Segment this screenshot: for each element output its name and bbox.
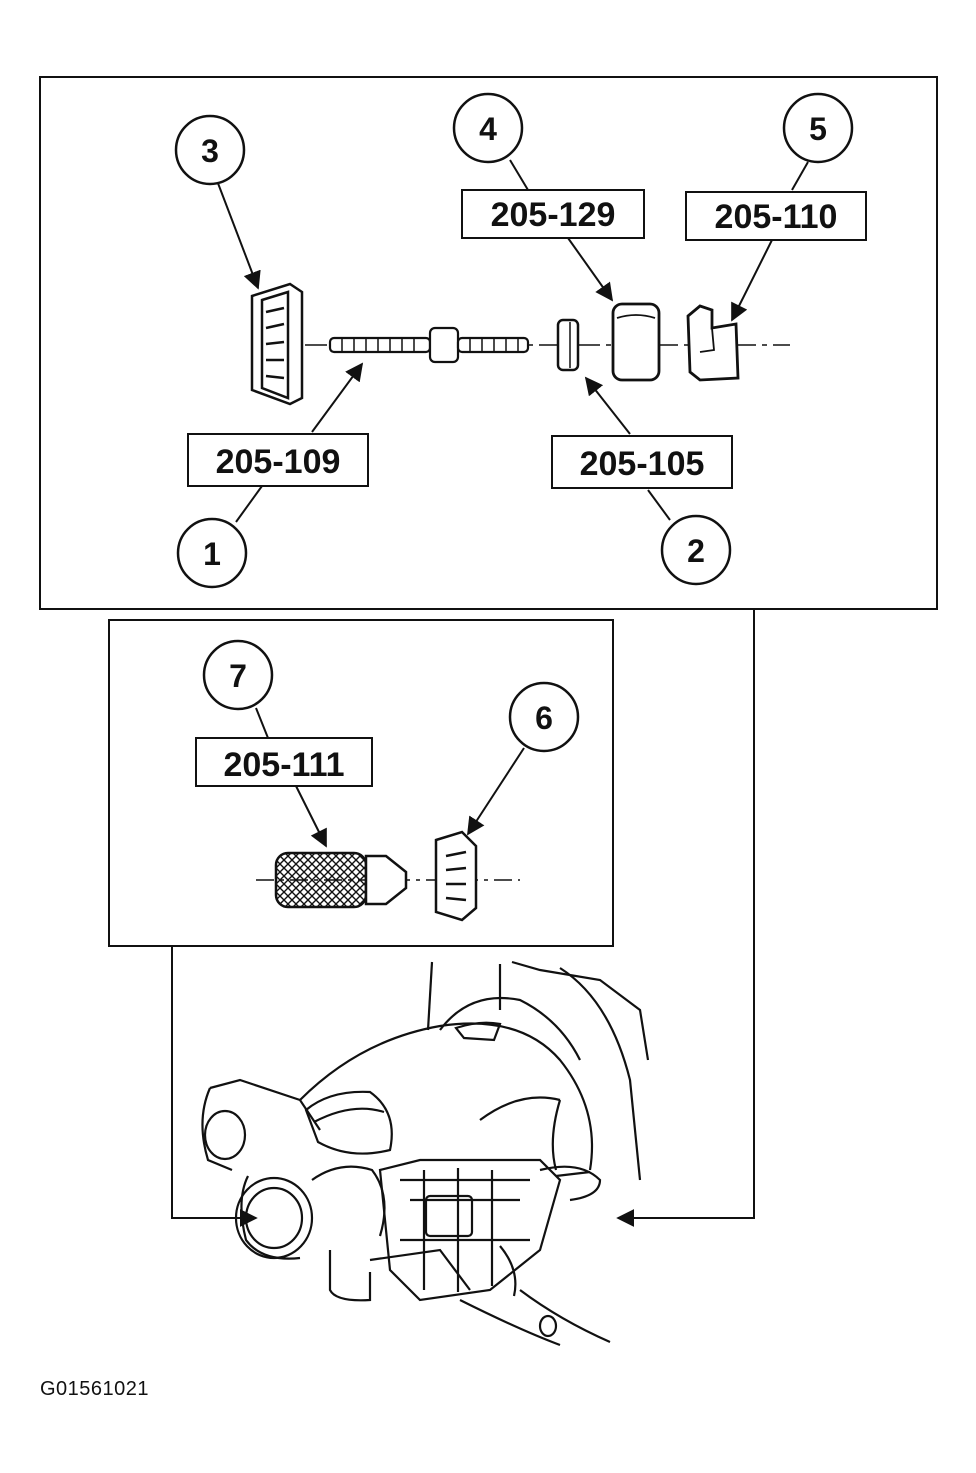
upper-leaders [215, 159, 809, 523]
callout-number-2: 2 [687, 533, 705, 569]
callout-number-3: 3 [201, 133, 219, 169]
label-box-205-129 [461, 189, 645, 239]
differential-housing-illustration [201, 960, 650, 1347]
tool-label-205-111: 205-111 [223, 746, 344, 784]
tool-4-cup [611, 302, 661, 382]
callout-circle-1 [176, 517, 248, 589]
callout-number-5: 5 [809, 111, 827, 147]
callout-circle-4 [452, 92, 524, 164]
tool-5-block [686, 304, 740, 382]
figure-id: G01561021 [40, 1378, 150, 1400]
callout-number-6: 6 [535, 700, 553, 736]
tool-7-knurled-driver [274, 851, 408, 909]
tool-label-205-109: 205-109 [216, 443, 341, 481]
label-box-205-109 [187, 433, 369, 487]
tool-2-ring [556, 318, 580, 372]
callout-circle-6 [508, 681, 580, 753]
lower-leaders [255, 707, 525, 848]
callout-circles [174, 92, 854, 753]
callout-circle-3 [174, 114, 246, 186]
connector-lines [171, 609, 755, 1227]
tool-label-205-129: 205-129 [491, 196, 616, 234]
label-box-205-105 [551, 435, 733, 489]
label-box-205-111 [195, 737, 373, 787]
lower-panel [108, 619, 614, 947]
tool-6-adapter [434, 830, 478, 922]
upper-panel [39, 76, 938, 610]
tool-label-205-110: 205-110 [715, 198, 838, 236]
tool-label-205-105: 205-105 [580, 445, 705, 483]
callout-number-4: 4 [479, 111, 497, 147]
tool-3-adapter [250, 282, 304, 406]
tool-1-threaded-rod [328, 326, 530, 364]
label-box-205-110 [685, 191, 867, 241]
callout-circle-5 [782, 92, 854, 164]
callout-number-7: 7 [229, 658, 247, 694]
callout-circle-7 [202, 639, 274, 711]
callout-circle-2 [660, 514, 732, 586]
callout-number-1: 1 [203, 536, 221, 572]
